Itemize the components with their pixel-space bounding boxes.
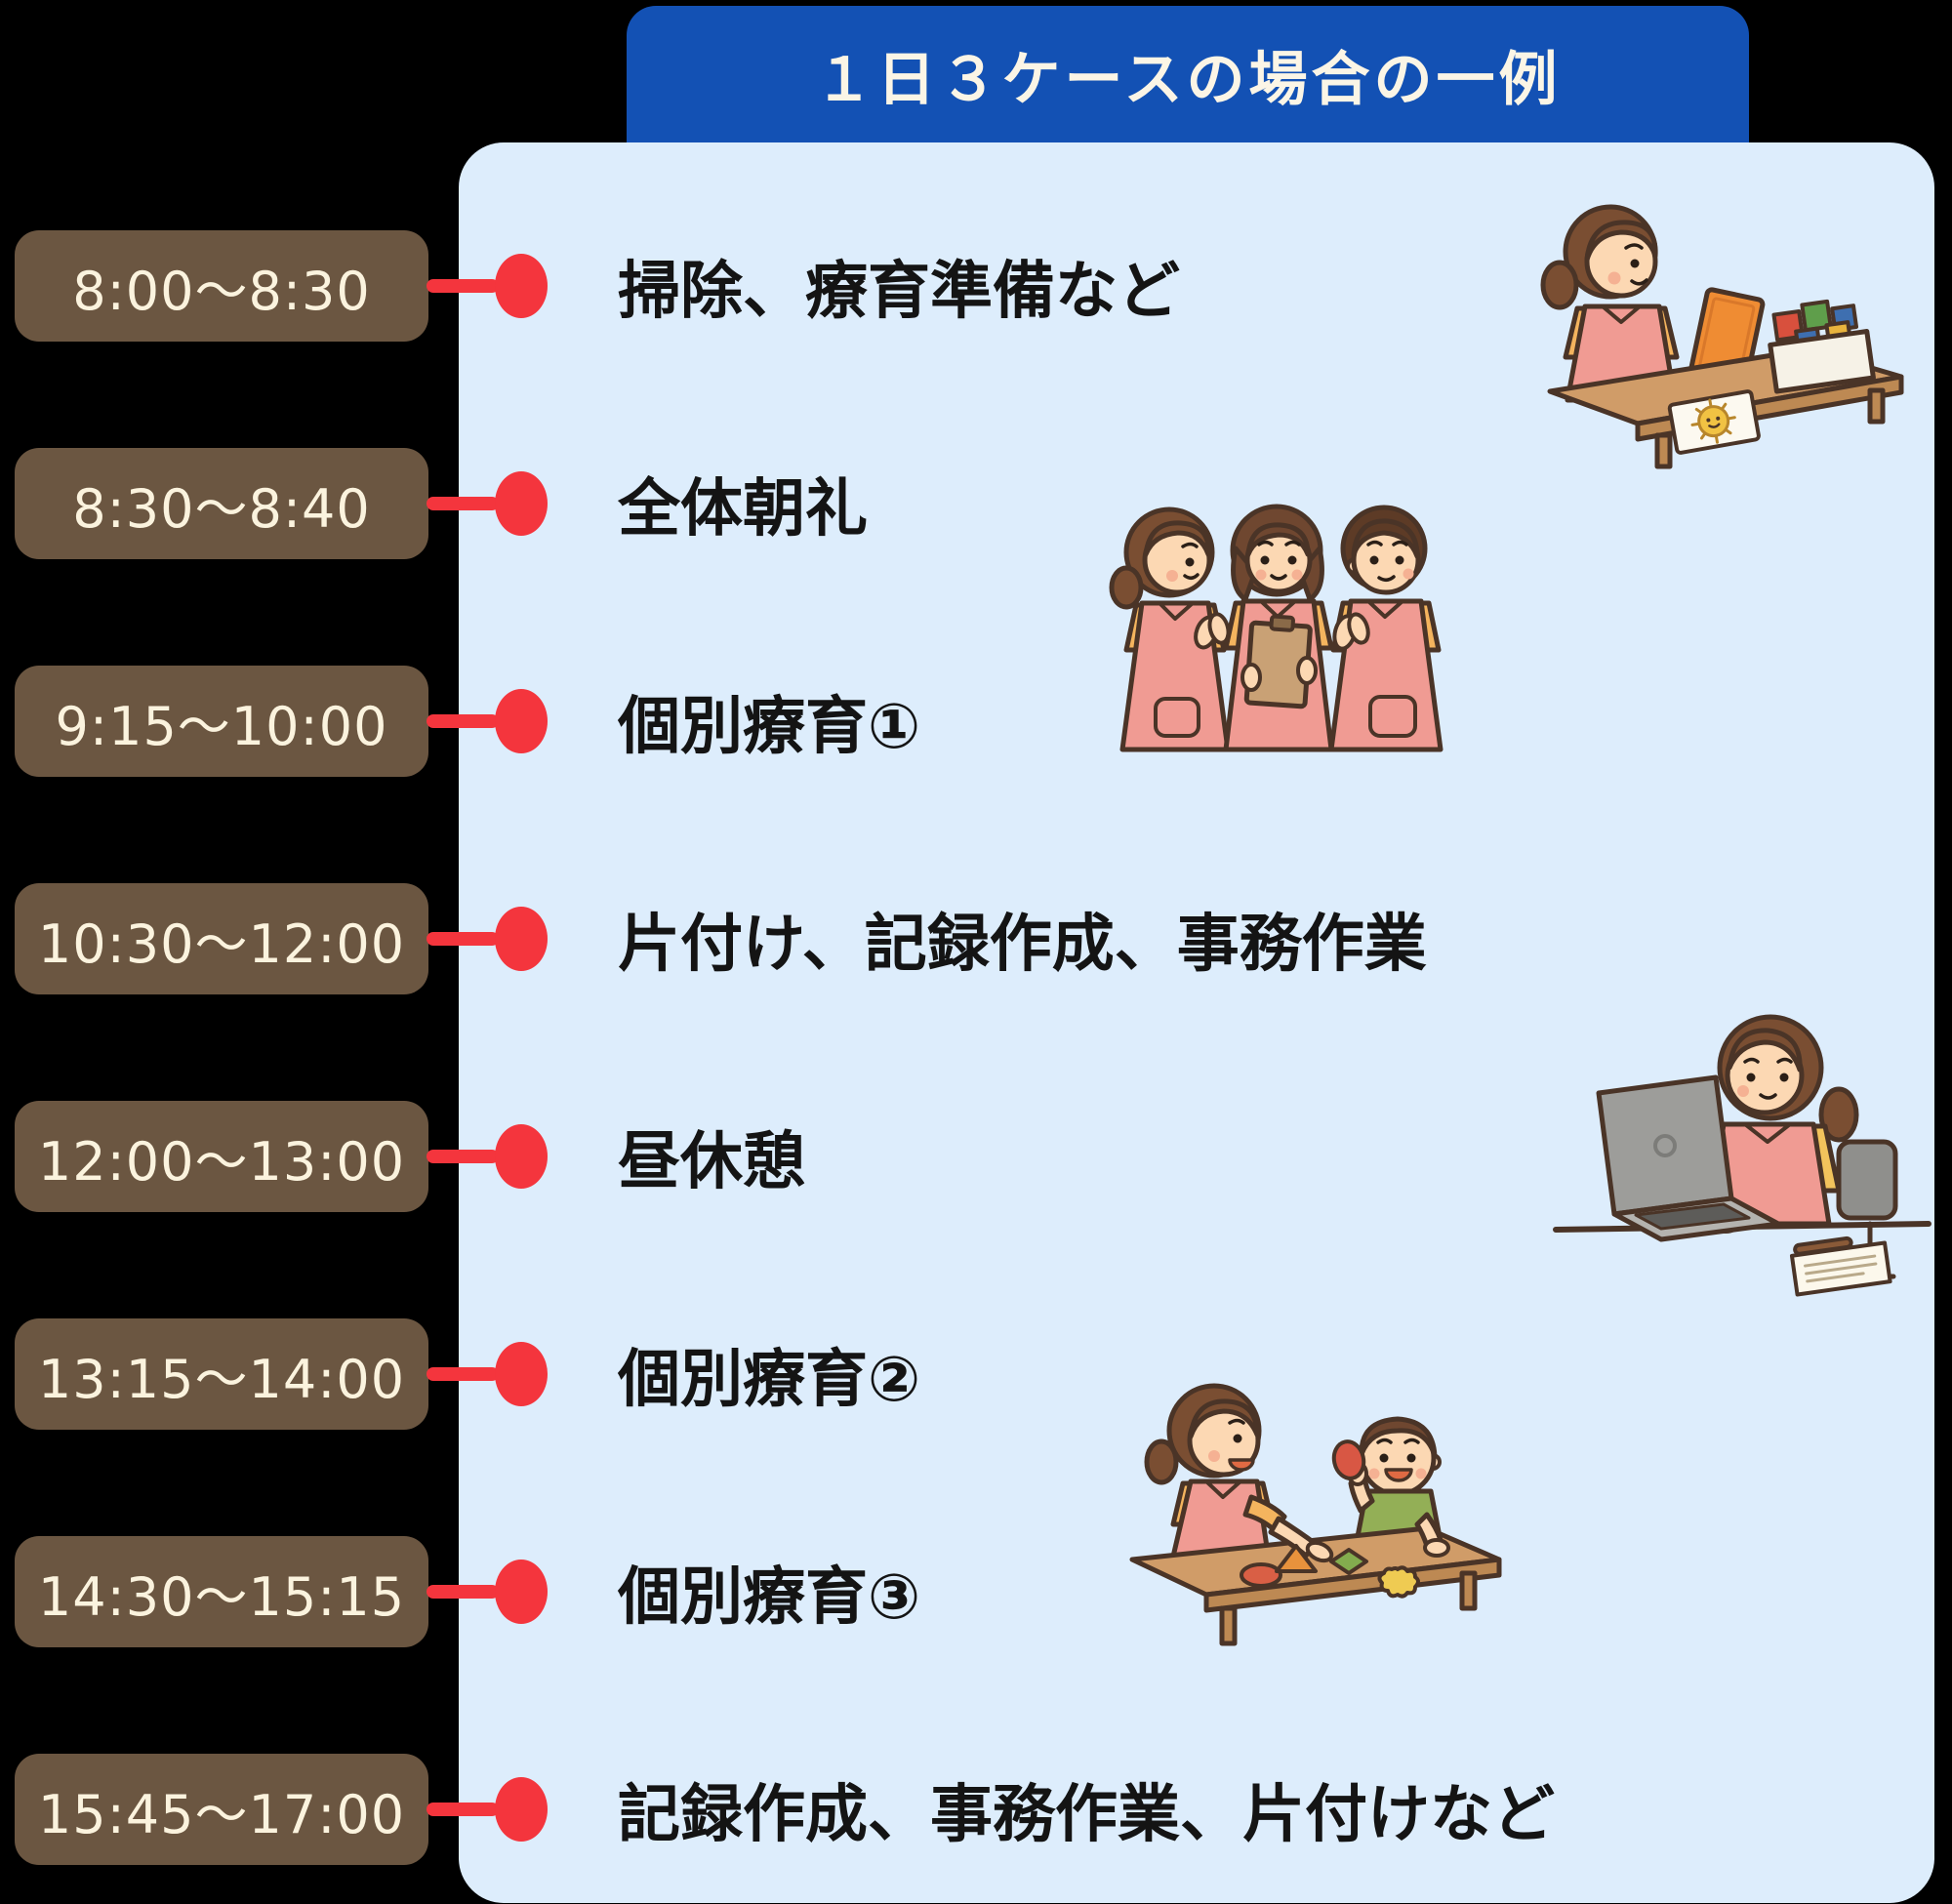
staff-preparing-materials-illustration [1540, 204, 1904, 469]
connector-dot [495, 1124, 548, 1189]
activity-label: 個別療育③ [618, 1561, 921, 1634]
activity-label: 個別療育① [618, 691, 921, 763]
connector-line [427, 497, 499, 510]
activity-label: 掃除、療育準備など [618, 256, 1180, 328]
time-badge: 13:15〜14:00 [15, 1318, 428, 1430]
connector-line [427, 1367, 499, 1381]
connector-line [427, 1803, 499, 1816]
time-badge: 9:15〜10:00 [15, 666, 428, 777]
page-title: １日３ケースの場合の一例 [814, 45, 1562, 114]
time-badge: 10:30〜12:00 [15, 883, 428, 994]
time-badge: 15:45〜17:00 [15, 1754, 428, 1865]
header-banner: １日３ケースの場合の一例 [627, 6, 1749, 142]
connector-dot [495, 907, 548, 971]
connector-dot [495, 1777, 548, 1842]
connector-dot [495, 471, 548, 536]
time-badge: 8:30〜8:40 [15, 448, 428, 559]
activity-label: 記録作成、事務作業、片付けなど [618, 1779, 1555, 1851]
connector-dot [495, 1560, 548, 1624]
staff-child-play-therapy-illustration [1129, 1383, 1502, 1646]
connector-line [427, 932, 499, 946]
activity-label: 個別療育② [618, 1344, 921, 1416]
connector-dot [495, 254, 548, 318]
activity-label: 昼休憩 [618, 1126, 805, 1198]
connector-line [427, 714, 499, 728]
connector-line [427, 1150, 499, 1163]
connector-dot [495, 689, 548, 753]
connector-dot [495, 1342, 548, 1406]
time-badge: 14:30〜15:15 [15, 1536, 428, 1647]
connector-line [427, 279, 499, 293]
staff-morning-meeting-illustration [1109, 504, 1444, 752]
time-badge: 12:00〜13:00 [15, 1101, 428, 1212]
activity-label: 片付け、記録作成、事務作業 [618, 909, 1427, 981]
connector-line [427, 1585, 499, 1599]
activity-label: 全体朝礼 [618, 473, 868, 546]
time-badge: 8:00〜8:30 [15, 230, 428, 342]
staff-laptop-recording-illustration [1553, 1014, 1932, 1297]
